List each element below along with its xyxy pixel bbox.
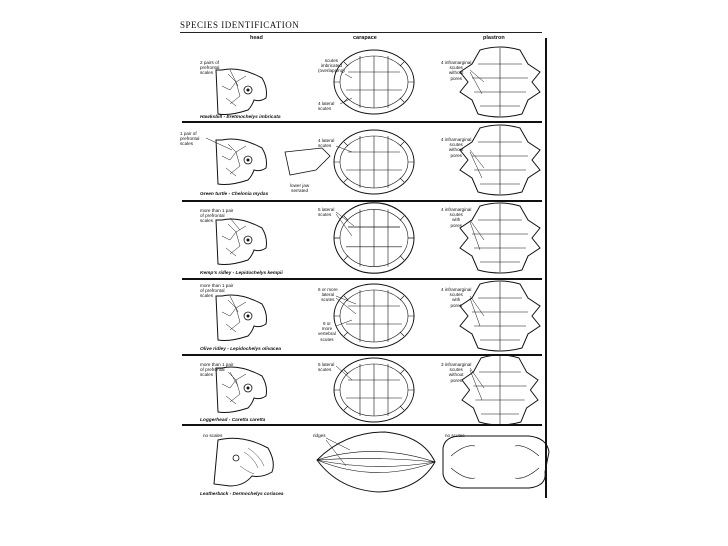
row-separator [182,354,542,356]
caption-loggerhead: Loggerhead - Caretta caretta [200,418,266,423]
kemps-ridley-head-label: more than 1 pair of prefrontal scales [200,208,234,224]
caption-hawksbill: Hawksbill - Eretmochelys imbricata [200,115,281,120]
leatherback-carapace-label: ridges [313,433,326,438]
hawksbill-plastron-label: 4 inframarginal scutes without pores [441,60,472,81]
green-turtle-head-label: 1 pair of prefrontal scales [180,131,200,147]
title-rule [180,32,542,33]
olive-ridley-plastron-label: 4 inframarginal scutes with pores [441,287,472,308]
column-carapace-label: carapace [353,35,377,41]
hawksbill-carapace-label-2: 4 lateral scutes [318,101,335,112]
column-plastron-label: plastron [483,35,505,41]
green-turtle-carapace-label: 4 lateral scutes [318,138,335,149]
green-turtle-carapace-drawing [333,129,415,195]
loggerhead-head-drawing [215,366,267,413]
loggerhead-carapace-drawing [333,357,415,423]
caption-leatherback: Leatherback - Dermochelys coriacea [200,492,284,497]
page-title: SPECIES IDENTIFICATION [180,20,300,30]
leatherback-plastron-label: no scutes [445,433,465,438]
hawksbill-carapace-drawing [333,49,415,115]
loggerhead-plastron-label: 3 inframarginal scutes without pores [441,362,472,383]
green-turtle-jaw-label: lower jaw serrated [290,183,310,194]
kemps-ridley-plastron-drawing [459,202,541,274]
hawksbill-carapace-label: scutes imbricated (overlapping) [318,58,345,74]
olive-ridley-head-label: more than 1 pair of prefrontal scales [200,283,234,299]
hawksbill-plastron-drawing [459,46,541,118]
leatherback-carapace-drawing [316,431,436,493]
hawksbill-head-label: 2 pairs of prefrontal scales [200,60,220,76]
hawksbill-head-drawing [215,68,267,115]
right-border [545,38,547,498]
row-separator [182,424,542,426]
column-head-label: head [250,35,263,41]
olive-ridley-carapace-drawing [333,283,415,349]
kemps-ridley-carapace-label: 5 lateral scutes [318,207,335,218]
caption-olive-ridley: Olive ridley - Lepidochelys olivacea [200,347,282,352]
leatherback-plastron-drawing [442,435,550,489]
row-separator [182,200,542,202]
green-turtle-head-drawing [215,138,267,185]
leatherback-head-label: no scales [203,433,223,438]
kemps-ridley-head-drawing [215,218,267,265]
olive-ridley-head-drawing [215,294,267,341]
leatherback-head-drawing [213,437,274,487]
row-separator [182,121,542,123]
olive-ridley-carapace-label-2: 6 or more vertebral scutes [318,321,336,342]
row-separator [182,278,542,280]
olive-ridley-plastron-drawing [459,280,541,352]
caption-kemps-ridley: Kemp's ridley - Lepidochelys kempii [200,271,283,276]
kemps-ridley-plastron-label: 4 inframarginal scutes with pores [441,207,472,228]
green-turtle-plastron-label: 4 inframarginal scutes without pores [441,137,472,158]
green-turtle-jaw-drawing [284,147,331,176]
loggerhead-carapace-label: 5 lateral scutes [318,362,335,373]
loggerhead-head-label: more than 1 pair of prefrontal scales [200,362,234,378]
kemps-ridley-carapace-drawing [333,202,415,274]
green-turtle-plastron-drawing [459,124,541,196]
loggerhead-plastron-drawing [461,354,539,426]
olive-ridley-carapace-label: 6 or more lateral scutes [318,287,338,303]
caption-green-turtle: Green turtle - Chelonia mydas [200,192,269,197]
